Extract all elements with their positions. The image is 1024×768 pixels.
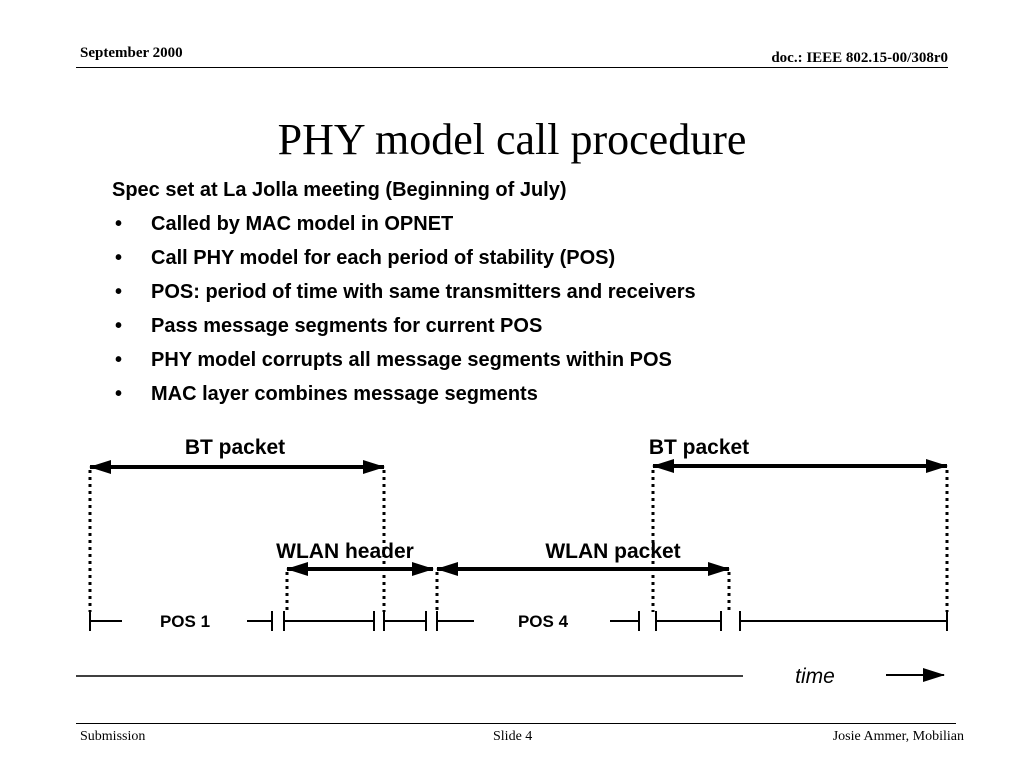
footer-author: Josie Ammer, Mobilian: [832, 729, 964, 744]
pos-ticks: [89, 611, 948, 631]
header-date: September 2000: [80, 45, 183, 61]
bullet-item: Pass message segments for current POS: [112, 312, 696, 346]
bullet-item: Called by MAC model in OPNET: [112, 210, 696, 244]
header-doc-id: doc.: IEEE 802.15-00/308r0: [771, 50, 948, 66]
pos-timing-diagram: BT packet BT packet WLAN header WLAN pac…: [76, 436, 949, 688]
wlan-packet-label: WLAN packet: [545, 540, 680, 563]
bullet-item: Call PHY model for each period of stabil…: [112, 244, 696, 278]
footer-slide-number: Slide 4: [493, 729, 533, 744]
header-rule: [76, 67, 948, 68]
bullet-item: PHY model corrupts all message segments …: [112, 346, 696, 380]
wlan-header-label: WLAN header: [276, 540, 414, 563]
pos-4-label: POS 4: [518, 612, 569, 631]
boundary-lines: [88, 470, 949, 612]
bullet-intro: Spec set at La Jolla meeting (Beginning …: [112, 179, 567, 201]
pos-1-label: POS 1: [160, 612, 210, 631]
bt-packet-label-2: BT packet: [649, 436, 749, 459]
bullet-item: MAC layer combines message segments: [112, 380, 696, 414]
time-label: time: [795, 665, 835, 688]
bt-packet-label-1: BT packet: [185, 436, 285, 459]
bullet-list: Spec set at La Jolla meeting (Beginning …: [112, 176, 696, 414]
footer-rule: [76, 723, 956, 724]
slide-title: PHY model call procedure: [277, 115, 747, 164]
bullet-item: POS: period of time with same transmitte…: [112, 278, 696, 312]
footer-submission: Submission: [80, 729, 146, 744]
